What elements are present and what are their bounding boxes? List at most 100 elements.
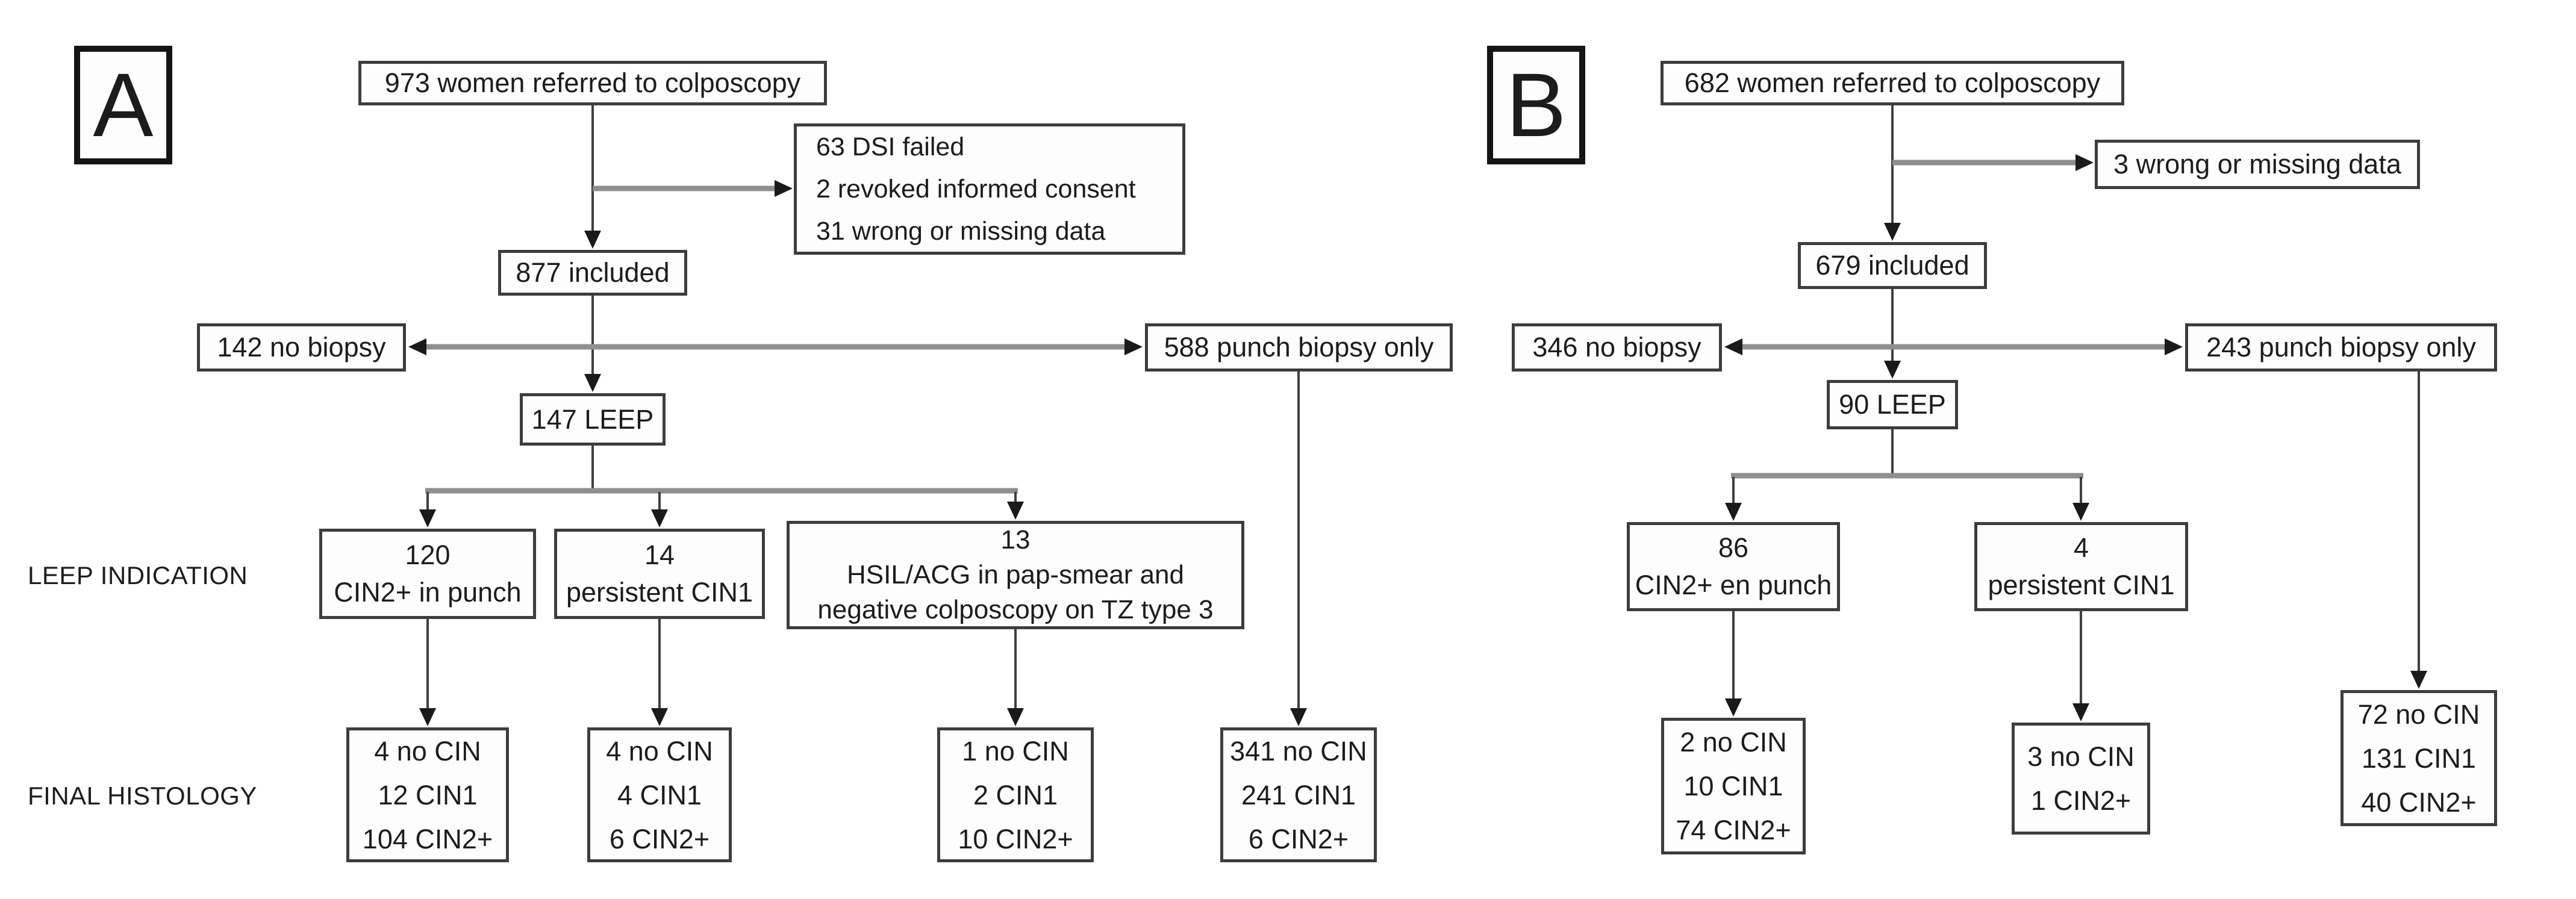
box-a-excluded-line-2: 2 revoked informed consent <box>816 175 1136 204</box>
box-b-included-text: 679 included <box>1815 250 1969 281</box>
box-a-histology-1: 4 no CIN 12 CIN1 104 CIN2+ <box>346 727 509 862</box>
box-a-histology-1-line-2: 12 CIN1 <box>378 779 478 810</box>
arrowhead-b-included <box>1884 223 1901 241</box>
box-a-indication-3-count: 13 <box>1000 525 1031 555</box>
box-b-punch-biopsy-only-text: 243 punch biopsy only <box>2206 332 2476 362</box>
box-b-histology-1-line-3: 74 CIN2+ <box>1676 815 1791 845</box>
arrowhead-a-ind2 <box>651 509 668 527</box>
box-b-indication-1-count: 86 <box>1718 532 1749 563</box>
arrowhead-b-ind2 <box>2072 503 2089 521</box>
box-b-indication-2-count: 4 <box>2073 532 2089 563</box>
box-a-histology-1-line-3: 104 CIN2+ <box>362 823 493 854</box>
box-b-leep-text: 90 LEEP <box>1839 389 1946 420</box>
box-a-histology-3-line-1: 1 no CIN <box>962 735 1069 767</box>
box-a-punch-biopsy-only-text: 588 punch biopsy only <box>1164 332 1434 362</box>
box-a-histology-2-line-2: 4 CIN1 <box>617 779 702 810</box>
arrowhead-a-hist1 <box>419 708 436 726</box>
box-a-histology-1-line-1: 4 no CIN <box>374 735 481 767</box>
box-b-histology-2-line-2: 1 CIN2+ <box>2030 785 2132 816</box>
row-label-final-histology: FINAL HISTOLOGY <box>28 782 257 810</box>
box-a-punch-biopsy-only: 588 punch biopsy only <box>1145 323 1453 372</box>
box-a-indication-1-label: CIN2+ in punch <box>334 577 522 608</box>
box-b-indication-cin2-punch: 86 CIN2+ en punch <box>1627 522 1840 611</box>
box-a-histology-4-line-2: 241 CIN1 <box>1241 779 1356 810</box>
arrowhead-a-ind1 <box>419 509 436 527</box>
arrowhead-a-ind3 <box>1007 502 1024 520</box>
box-b-no-biopsy: 346 no biopsy <box>1512 323 1722 372</box>
box-b-indication-persistent-cin1: 4 persistent CIN1 <box>1974 522 2188 611</box>
box-a-excluded-line-3: 31 wrong or missing data <box>816 217 1106 246</box>
arrowhead-b-hist3 <box>2410 671 2427 689</box>
box-b-histology-1-line-2: 10 CIN1 <box>1683 771 1783 801</box>
box-a-indication-3-label-2: negative colposcopy on TZ type 3 <box>817 595 1214 624</box>
box-b-histology-3-line-3: 40 CIN2+ <box>2361 786 2477 818</box>
arrowhead-a-hist2 <box>651 708 668 726</box>
box-b-histology-2-line-1: 3 no CIN <box>2027 741 2135 772</box>
arrowhead-a-punch-only <box>1124 338 1143 355</box>
box-a-no-biopsy-text: 142 no biopsy <box>217 332 386 362</box>
box-b-indication-1-label: CIN2+ en punch <box>1635 570 1832 600</box>
panel-a-label: A <box>74 46 172 164</box>
panel-a-connectors <box>423 105 1300 711</box>
box-b-histology-3-line-1: 72 no CIN <box>2357 698 2480 730</box>
panel-b-arrowheads <box>1724 154 2427 721</box>
box-a-histology-4: 341 no CIN 241 CIN1 6 CIN2+ <box>1220 727 1377 862</box>
arrowhead-a-hist4 <box>1290 708 1307 726</box>
box-a-excluded-line-1: 63 DSI failed <box>816 132 965 161</box>
arrowhead-b-punch-only <box>2165 338 2183 355</box>
arrowhead-a-included <box>584 231 601 249</box>
box-a-included: 877 included <box>498 250 687 296</box>
arrowhead-b-leep <box>1884 361 1901 379</box>
box-b-histology-1: 2 no CIN 10 CIN1 74 CIN2+ <box>1661 718 1806 854</box>
arrowhead-b-ind1 <box>1725 503 1742 521</box>
arrowhead-a-hist3 <box>1007 708 1024 726</box>
box-a-histology-2-line-3: 6 CIN2+ <box>609 823 710 854</box>
box-b-histology-3-line-2: 131 CIN1 <box>2361 742 2477 774</box>
box-a-referred-text: 973 women referred to colposcopy <box>384 67 801 98</box>
box-b-histology-3: 72 no CIN 131 CIN1 40 CIN2+ <box>2341 690 2497 826</box>
box-a-leep: 147 LEEP <box>520 393 666 446</box>
box-b-referred: 682 women referred to colposcopy <box>1661 61 2124 105</box>
box-a-histology-4-line-3: 6 CIN2+ <box>1248 823 1349 854</box>
box-b-histology-1-line-1: 2 no CIN <box>1680 727 1787 757</box>
box-a-indication-3-label-1: HSIL/ACG in pap-smear and <box>846 560 1185 589</box>
box-b-no-biopsy-text: 346 no biopsy <box>1532 332 1701 362</box>
box-b-referred-text: 682 women referred to colposcopy <box>1684 67 2101 98</box>
box-b-leep: 90 LEEP <box>1827 380 1958 429</box>
box-a-indication-1-count: 120 <box>405 540 451 570</box>
row-label-leep-indication: LEEP INDICATION <box>28 561 248 589</box>
box-a-indication-2-count: 14 <box>644 540 675 570</box>
box-a-histology-2-line-1: 4 no CIN <box>606 735 713 767</box>
arrowhead-b-hist2 <box>2072 703 2089 721</box>
panel-a-arrowheads <box>408 180 1307 726</box>
arrowhead-a-no-biopsy <box>408 338 426 355</box>
arrowhead-a-leep <box>584 374 601 392</box>
box-a-included-text: 877 included <box>516 257 670 288</box>
arrowhead-b-excluded <box>2075 154 2094 171</box>
panel-b-label: B <box>1487 46 1585 164</box>
box-b-indication-2-label: persistent CIN1 <box>1988 570 2175 600</box>
arrowhead-b-no-biopsy <box>1724 338 1742 355</box>
box-a-leep-text: 147 LEEP <box>531 403 654 435</box>
box-a-no-biopsy: 142 no biopsy <box>197 323 406 372</box>
box-a-histology-2: 4 no CIN 4 CIN1 6 CIN2+ <box>587 727 732 862</box>
arrowhead-a-excluded <box>775 180 793 197</box>
arrowhead-b-hist1 <box>1725 698 1742 717</box>
box-b-excluded: 3 wrong or missing data <box>2095 140 2420 189</box>
box-b-excluded-line-1: 3 wrong or missing data <box>2113 149 2401 179</box>
box-a-histology-4-line-1: 341 no CIN <box>1230 735 1367 767</box>
box-a-indication-cin2-punch: 120 CIN2+ in punch <box>319 529 536 619</box>
box-a-histology-3-line-3: 10 CIN2+ <box>958 823 1073 854</box>
box-a-excluded: 63 DSI failed 2 revoked informed consent… <box>794 123 1185 255</box>
box-b-histology-2: 3 no CIN 1 CIN2+ <box>2012 723 2150 835</box>
box-b-included: 679 included <box>1798 242 1987 289</box>
box-a-referred: 973 women referred to colposcopy <box>358 61 827 105</box>
box-a-histology-3-line-2: 2 CIN1 <box>973 779 1058 810</box>
box-a-indication-persistent-cin1: 14 persistent CIN1 <box>554 529 765 619</box>
box-a-indication-2-label: persistent CIN1 <box>566 577 753 608</box>
box-a-indication-hsil-acg: 13 HSIL/ACG in pap-smear and negative co… <box>787 521 1244 629</box>
panel-b-connectors <box>1731 105 2420 706</box>
box-a-histology-3: 1 no CIN 2 CIN1 10 CIN2+ <box>937 727 1094 862</box>
